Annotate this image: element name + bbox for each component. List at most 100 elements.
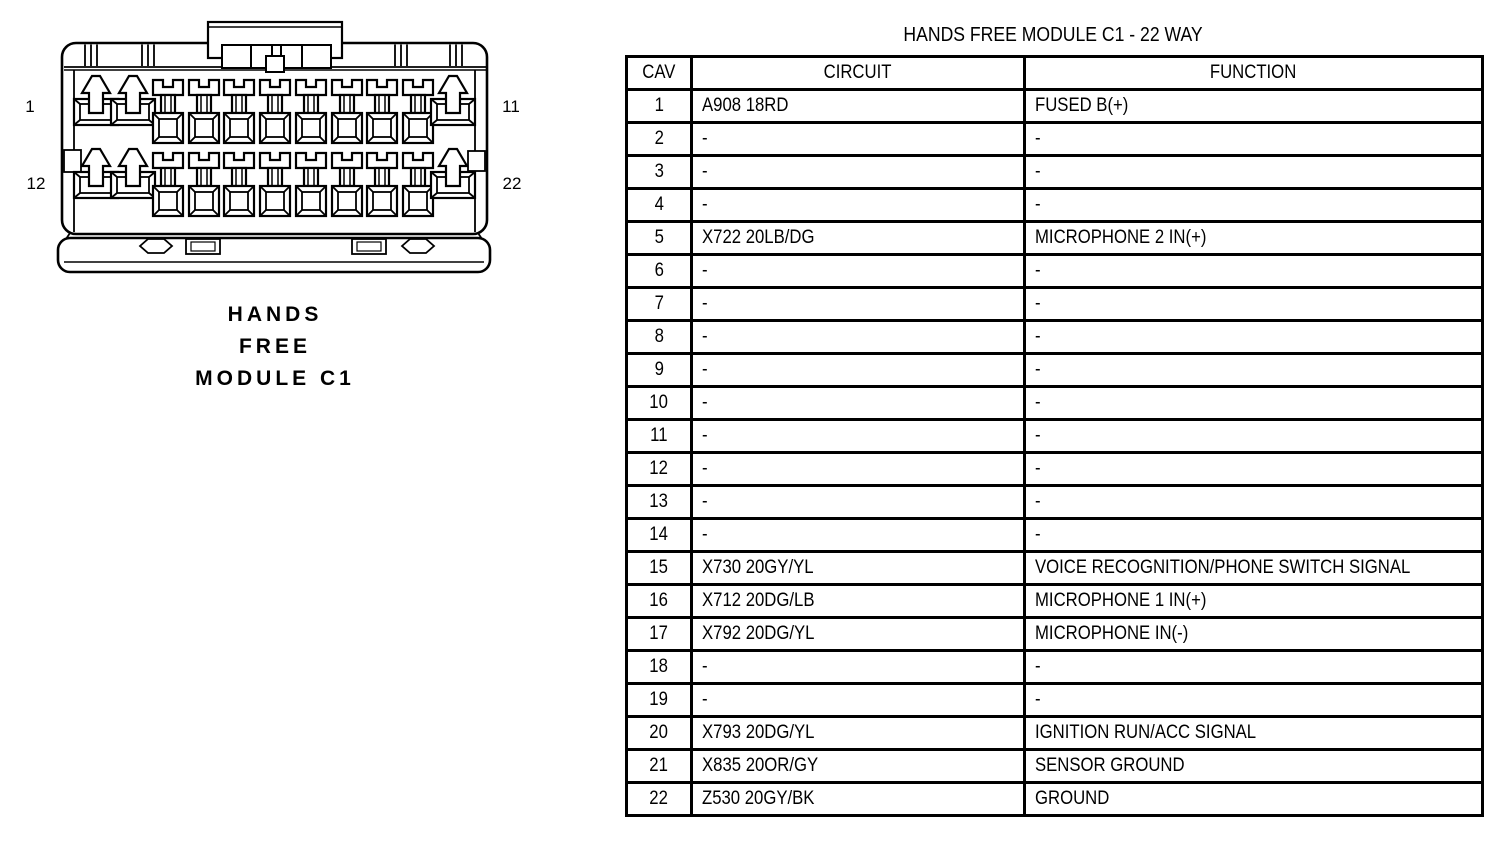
table-row: 21 X835 20OR/GY SENSOR GROUND: [625, 748, 1484, 784]
cell-circuit: -: [690, 418, 1026, 454]
cell-cav: 16: [625, 583, 693, 619]
table-row: 8 - -: [625, 319, 1484, 355]
table-row: 17 X792 20DG/YL MICROPHONE IN(-): [625, 616, 1484, 652]
cell-cav: 17: [625, 616, 693, 652]
table-row: 20 X793 20DG/YL IGNITION RUN/ACC SIGNAL: [625, 715, 1484, 751]
cell-cav: 4: [625, 187, 693, 223]
connector-caption-line: HANDS: [227, 303, 323, 326]
table-row: 1 A908 18RD FUSED B(+): [625, 88, 1484, 124]
cell-circuit: A908 18RD: [690, 88, 1026, 124]
pin-label-1: 1: [25, 97, 34, 116]
pinout-table-body: 1 A908 18RD FUSED B(+) 2 - - 3 - - 4 - -…: [625, 88, 1484, 817]
table-row: 7 - -: [625, 286, 1484, 322]
cell-function: -: [1023, 154, 1484, 190]
table-row: 18 - -: [625, 649, 1484, 685]
cell-function: -: [1023, 418, 1484, 454]
table-row: 16 X712 20DG/LB MICROPHONE 1 IN(+): [625, 583, 1484, 619]
cell-function: SENSOR GROUND: [1023, 748, 1484, 784]
cell-circuit: -: [690, 517, 1026, 553]
cell-function: MICROPHONE 2 IN(+): [1023, 220, 1484, 256]
col-header-cav: CAV: [625, 55, 693, 91]
col-header-circuit: CIRCUIT: [690, 55, 1026, 91]
cell-circuit: -: [690, 187, 1026, 223]
cell-function: IGNITION RUN/ACC SIGNAL: [1023, 715, 1484, 751]
cell-function: -: [1023, 187, 1484, 223]
cell-circuit: -: [690, 451, 1026, 487]
table-row: 14 - -: [625, 517, 1484, 553]
connector-skirt: [56, 232, 492, 274]
cell-circuit: -: [690, 682, 1026, 718]
table-row: 19 - -: [625, 682, 1484, 718]
table-row: 12 - -: [625, 451, 1484, 487]
cell-function: MICROPHONE IN(-): [1023, 616, 1484, 652]
cell-circuit: -: [690, 319, 1026, 355]
cell-cav: 9: [625, 352, 693, 388]
cell-circuit: -: [690, 649, 1026, 685]
cell-cav: 15: [625, 550, 693, 586]
table-header-row: CAV CIRCUIT FUNCTION: [625, 55, 1484, 91]
connector-caption-line: MODULE C1: [195, 367, 355, 390]
cell-cav: 21: [625, 748, 693, 784]
table-row: 22 Z530 20GY/BK GROUND: [625, 781, 1484, 817]
cell-cav: 19: [625, 682, 693, 718]
cell-circuit: -: [690, 286, 1026, 322]
table-row: 2 - -: [625, 121, 1484, 157]
cell-cav: 5: [625, 220, 693, 256]
cell-circuit: -: [690, 154, 1026, 190]
cell-circuit: -: [690, 385, 1026, 421]
cell-cav: 6: [625, 253, 693, 289]
cell-circuit: Z530 20GY/BK: [690, 781, 1026, 817]
cell-cav: 20: [625, 715, 693, 751]
connector-caption-line: FREE: [238, 335, 311, 358]
col-header-function: FUNCTION: [1023, 55, 1484, 91]
table-row: 5 X722 20LB/DG MICROPHONE 2 IN(+): [625, 220, 1484, 256]
cell-circuit: X722 20LB/DG: [690, 220, 1026, 256]
connector-caption: HANDS FREE MODULE C1: [150, 299, 400, 395]
cell-cav: 11: [625, 418, 693, 454]
cell-circuit: X730 20GY/YL: [690, 550, 1026, 586]
cell-cav: 3: [625, 154, 693, 190]
cell-function: VOICE RECOGNITION/PHONE SWITCH SIGNAL: [1023, 550, 1484, 586]
cell-cav: 18: [625, 649, 693, 685]
cell-function: MICROPHONE 1 IN(+): [1023, 583, 1484, 619]
table-row: 10 - -: [625, 385, 1484, 421]
table-row: 3 - -: [625, 154, 1484, 190]
cell-circuit: -: [690, 253, 1026, 289]
cell-function: -: [1023, 682, 1484, 718]
table-row: 4 - -: [625, 187, 1484, 223]
cell-function: FUSED B(+): [1023, 88, 1484, 124]
cell-cav: 14: [625, 517, 693, 553]
cell-circuit: X835 20OR/GY: [690, 748, 1026, 784]
cell-function: -: [1023, 484, 1484, 520]
table-row: 11 - -: [625, 418, 1484, 454]
cell-function: -: [1023, 517, 1484, 553]
pin-label-11: 11: [502, 97, 520, 116]
cell-cav: 22: [625, 781, 693, 817]
cell-circuit: -: [690, 484, 1026, 520]
cell-function: -: [1023, 319, 1484, 355]
table-row: 9 - -: [625, 352, 1484, 388]
pinout-table: CAV CIRCUIT FUNCTION 1 A908 18RD FUSED B…: [625, 55, 1484, 817]
cell-function: GROUND: [1023, 781, 1484, 817]
cell-cav: 2: [625, 121, 693, 157]
cell-cav: 13: [625, 484, 693, 520]
pin-label-12: 12: [27, 174, 46, 193]
cell-cav: 1: [625, 88, 693, 124]
pin-label-22: 22: [503, 174, 522, 193]
cell-circuit: X792 20DG/YL: [690, 616, 1026, 652]
connector-drawing: 1 11 12 22: [25, 20, 522, 274]
table-row: 13 - -: [625, 484, 1484, 520]
cell-function: -: [1023, 352, 1484, 388]
cell-function: -: [1023, 451, 1484, 487]
cell-circuit: X793 20DG/YL: [690, 715, 1026, 751]
cell-function: -: [1023, 385, 1484, 421]
cell-circuit: -: [690, 352, 1026, 388]
cell-cav: 12: [625, 451, 693, 487]
connector-latch: [206, 20, 344, 73]
cell-function: -: [1023, 649, 1484, 685]
cell-function: -: [1023, 253, 1484, 289]
table-row: 6 - -: [625, 253, 1484, 289]
cell-cav: 8: [625, 319, 693, 355]
cell-circuit: -: [690, 121, 1026, 157]
table-row: 15 X730 20GY/YL VOICE RECOGNITION/PHONE …: [625, 550, 1484, 586]
